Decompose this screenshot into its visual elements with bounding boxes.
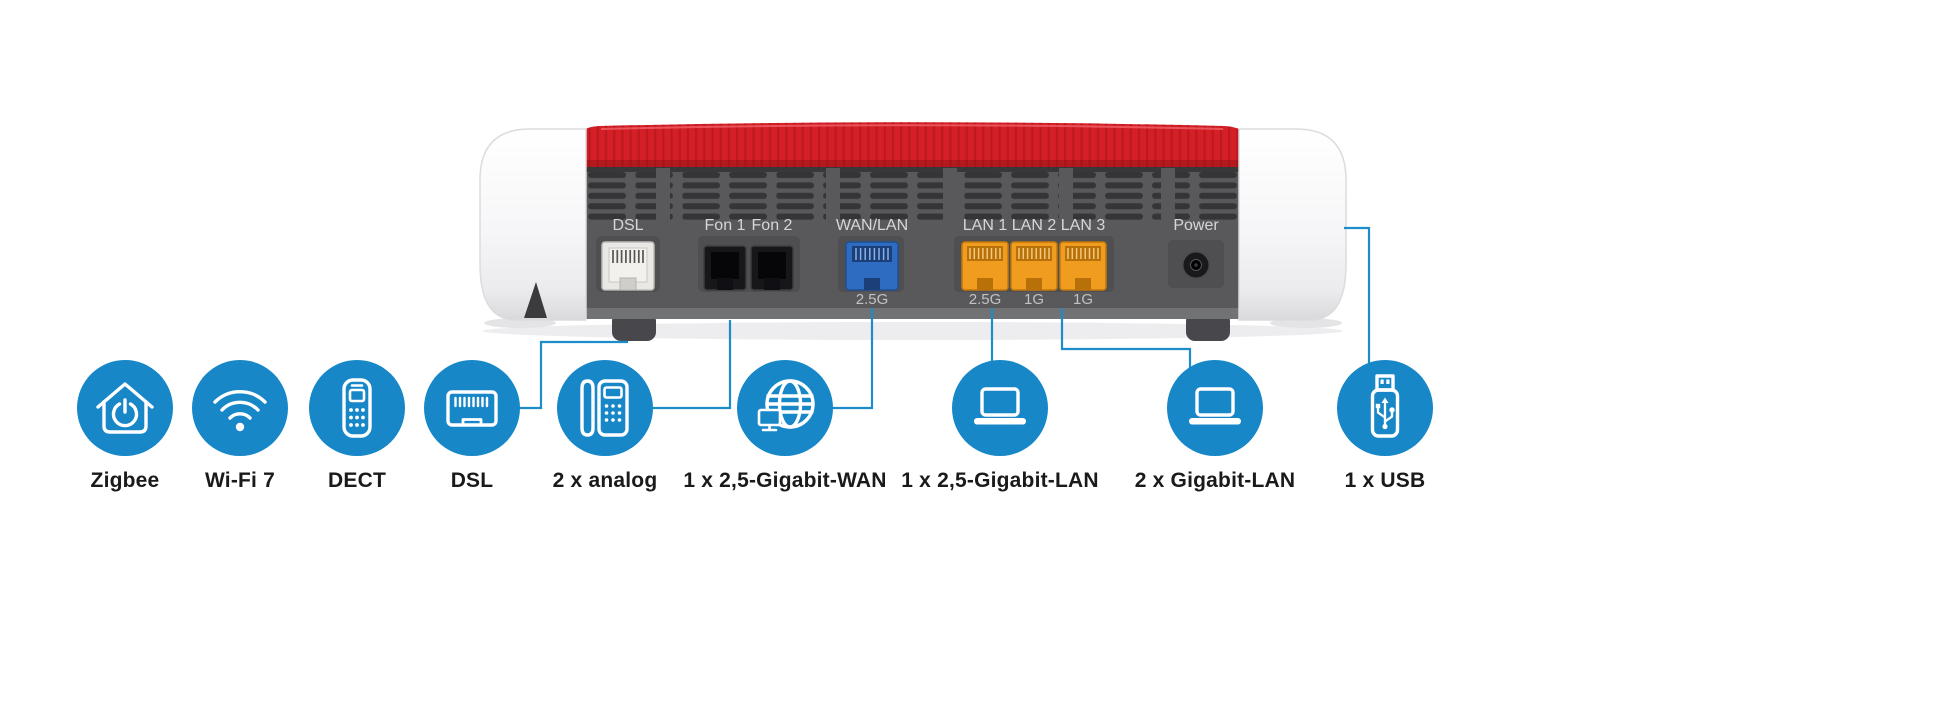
vent-grid xyxy=(588,170,1238,220)
globe-icon xyxy=(737,360,833,456)
feature-dsl: DSL xyxy=(342,360,602,493)
fon1-port xyxy=(703,245,747,291)
feature-label-analog: 2 x analog xyxy=(552,469,658,492)
port-label-dsl: DSL xyxy=(612,217,643,234)
feature-label-dect: DECT xyxy=(328,469,386,492)
speed-label-lan3: 1G xyxy=(1073,291,1093,308)
port-label-wanlan: WAN/LAN xyxy=(836,217,908,234)
lan2-port xyxy=(1010,241,1058,291)
port-label-lan1: LAN 1 xyxy=(963,217,1008,234)
rj-plug-icon xyxy=(424,360,520,456)
feature-usb: 1 x USB xyxy=(1255,360,1515,493)
router-red-top xyxy=(572,122,1252,167)
feature-label-gigabit-lan: 2 x Gigabit-LAN xyxy=(1134,469,1296,492)
port-speed-labels: 2.5G 2.5G 1G 1G xyxy=(856,291,1093,308)
lan3-port xyxy=(1059,241,1107,291)
speed-label-lan2: 1G xyxy=(1024,291,1044,308)
fon2-port xyxy=(750,245,794,291)
wan-lan-port xyxy=(845,241,899,291)
power-jack xyxy=(1181,250,1211,280)
feature-dect: DECT xyxy=(227,360,487,493)
port-label-fon1: Fon 1 xyxy=(705,217,746,234)
router-back-panel xyxy=(570,158,1255,319)
usb-stick-icon xyxy=(1337,360,1433,456)
line-dsl xyxy=(505,340,628,410)
feature-wan: 1 x 2,5-Gigabit-WAN xyxy=(655,360,915,493)
line-usb xyxy=(1344,226,1371,384)
analog-phone-icon xyxy=(557,360,653,456)
speed-label-wanlan: 2.5G xyxy=(856,291,889,308)
feature-label-dsl: DSL xyxy=(450,469,494,492)
port-labels: DSL Fon 1 Fon 2 WAN/LAN LAN 1 LAN 2 LAN … xyxy=(612,217,1219,234)
lan1-port xyxy=(961,241,1009,291)
line-analog xyxy=(640,320,732,410)
ground-shadow xyxy=(483,318,1343,340)
port-label-fon2: Fon 2 xyxy=(752,217,793,234)
feature-label-zigbee: Zigbee xyxy=(90,469,160,492)
connection-lines xyxy=(505,226,1371,410)
port-label-lan2: LAN 2 xyxy=(1012,217,1057,234)
smart-home-icon xyxy=(77,360,173,456)
laptop-icon xyxy=(952,360,1048,456)
line-wan xyxy=(818,308,874,410)
vent-dividers xyxy=(656,168,1175,222)
feature-label-usb: 1 x USB xyxy=(1344,469,1426,492)
feature-label-gigabit-lan-25: 1 x 2,5-Gigabit-LAN xyxy=(901,469,1099,492)
router-feet xyxy=(612,312,1230,341)
speed-label-lan1: 2.5G xyxy=(969,291,1002,308)
dsl-port xyxy=(601,241,655,291)
feature-gigabit-lan: 2 x Gigabit-LAN xyxy=(1085,360,1345,493)
laptop-icon xyxy=(1167,360,1263,456)
router-white-ends xyxy=(479,128,1347,321)
port-label-lan3: LAN 3 xyxy=(1061,217,1106,234)
wifi-icon xyxy=(192,360,288,456)
cordless-phone-icon xyxy=(309,360,405,456)
feature-analog: 2 x analog xyxy=(475,360,735,493)
port-label-power: Power xyxy=(1173,217,1219,234)
feature-gigabit-lan-25: 1 x 2,5-Gigabit-LAN xyxy=(870,360,1130,493)
feature-label-wan: 1 x 2,5-Gigabit-WAN xyxy=(683,469,887,492)
feature-label-wifi7: Wi-Fi 7 xyxy=(204,469,276,492)
feature-wifi7: Wi-Fi 7 xyxy=(110,360,370,493)
feature-zigbee: Zigbee xyxy=(0,360,255,493)
cable-clip xyxy=(524,282,547,318)
